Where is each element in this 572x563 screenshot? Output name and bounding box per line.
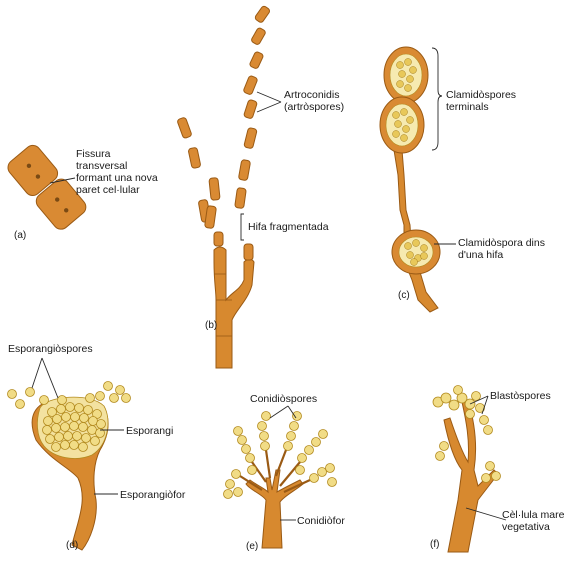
arthroconidia-label: Artroconidis (artròspores) [284,89,344,113]
fissure-label: Fissura transversal formant una nova par… [76,148,161,196]
sporangiophore-label: Esporangiòfor [120,489,186,501]
panel-a-tag: (a) [14,230,26,241]
fragmented-hypha-label: Hifa fragmentada [248,221,329,233]
panel-e: Conidiòspores Conidiòfor (e) [224,393,346,552]
mother-cell-label: Cèl·lula mare vegetativa [502,509,567,533]
panel-f-tag: (f) [430,539,439,550]
conidiospores-leader [270,406,288,418]
panel-c-tag: (c) [398,290,410,301]
arthroconidia-leader [257,102,281,112]
panel-b-tag: (b) [205,320,217,331]
terminal-bracket [432,48,442,150]
sporangium-label: Esporangi [126,425,173,437]
conidiophore-label: Conidiòfor [297,515,345,527]
hypha-bracket [241,214,244,240]
conidiospores-label: Conidiòspores [250,393,317,405]
panel-a: Fissura transversal formant una nova par… [5,142,161,241]
sporangiospores-leader [42,358,58,398]
fragmented-hypha [214,247,254,368]
panel-d-tag: (d) [66,540,78,551]
conidiophore [246,470,303,548]
terminal-chlamydospores-label: Clamidòspores terminals [446,89,519,113]
panel-d: Esporangiòspores Esporangi Esporangiòfor… [8,343,186,551]
sporangiospores-leader [32,358,42,388]
arthroconidia-leader [257,92,281,102]
inner-chlamydospore-label: Clamidòspora dins d'una hifa [458,237,548,261]
panel-f: Blastòspores Cèl·lula mare vegetativa (f… [430,386,567,553]
panel-c: Clamidòspores terminals Clamidòspora din… [380,47,548,312]
blastospores-label: Blastòspores [490,390,551,402]
sporangiospores-label: Esporangiòspores [8,343,93,355]
panel-e-tag: (e) [246,541,258,552]
panel-b: Artroconidis (artròspores) Hifa fragment… [177,5,344,368]
